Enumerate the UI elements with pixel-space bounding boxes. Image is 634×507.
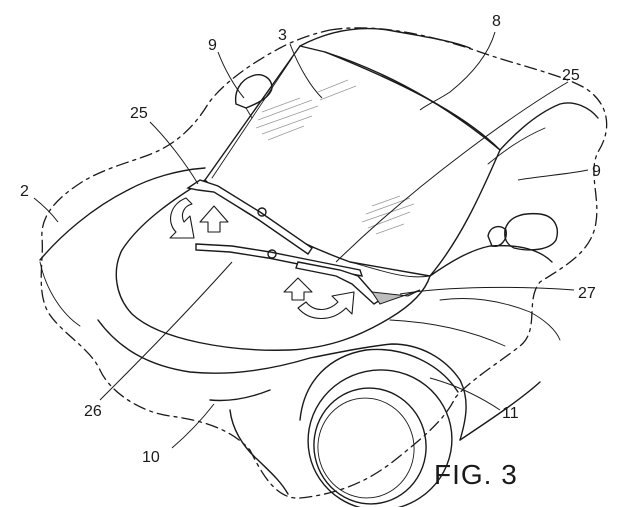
front-wheel-inner: [317, 397, 415, 499]
figure-caption: FIG. 3: [434, 459, 518, 490]
fender-crease: [389, 319, 506, 347]
a-pillar-right: [499, 102, 599, 151]
front-tire: [307, 369, 453, 507]
ref-27: 27: [578, 285, 596, 302]
ref-3: 3: [278, 27, 287, 44]
body-side: [309, 343, 467, 441]
leader-lines: [33, 31, 589, 449]
rotation-arrow-curve: [297, 291, 355, 320]
cowl-line: [349, 261, 431, 278]
wheel-arch: [299, 348, 459, 421]
windshield-glare: [255, 79, 415, 235]
ref-25-left: 25: [130, 105, 148, 122]
lower-body-left: [229, 409, 289, 495]
front-fascia: [97, 319, 311, 374]
roof-rear-line: [324, 51, 501, 151]
left-mirror-arm: [245, 107, 253, 119]
ref-10: 10: [142, 449, 160, 466]
fender-line: [429, 244, 553, 277]
rotation-arrow-up: [199, 205, 229, 233]
wiper-arm-left: [186, 179, 313, 255]
ref-25-right: 25: [562, 67, 580, 84]
door-line: [439, 298, 561, 341]
front-bumper: [209, 389, 271, 402]
cutaway-boundary: [40, 27, 608, 499]
ref-11: 11: [502, 405, 519, 422]
front-wheel: [313, 387, 427, 505]
a-pillar-right-inner: [487, 127, 546, 165]
rotation-arrow-left: [169, 197, 195, 239]
hood-left-crease: [39, 261, 81, 327]
side-sill: [459, 381, 541, 441]
ref-8: 8: [492, 13, 501, 30]
right-mirror-base: [487, 225, 507, 247]
ref-2: 2: [20, 183, 29, 200]
hood: [115, 179, 431, 351]
roof-outline: [299, 27, 471, 49]
wiper-pivot-center: [267, 249, 277, 259]
windshield: [204, 45, 501, 277]
right-mirror: [504, 212, 558, 251]
left-mirror: [234, 74, 273, 109]
ref-26: 26: [84, 403, 102, 420]
cowl-shaded-area: [370, 289, 421, 305]
wiper-pivot-left: [257, 207, 267, 217]
ref-9-left: 9: [208, 37, 217, 54]
wiper-arm-right: [295, 261, 382, 305]
rotation-arrow-lower: [283, 277, 313, 301]
hood-front-edge: [39, 167, 206, 261]
ref-9-right: 9: [592, 163, 601, 180]
